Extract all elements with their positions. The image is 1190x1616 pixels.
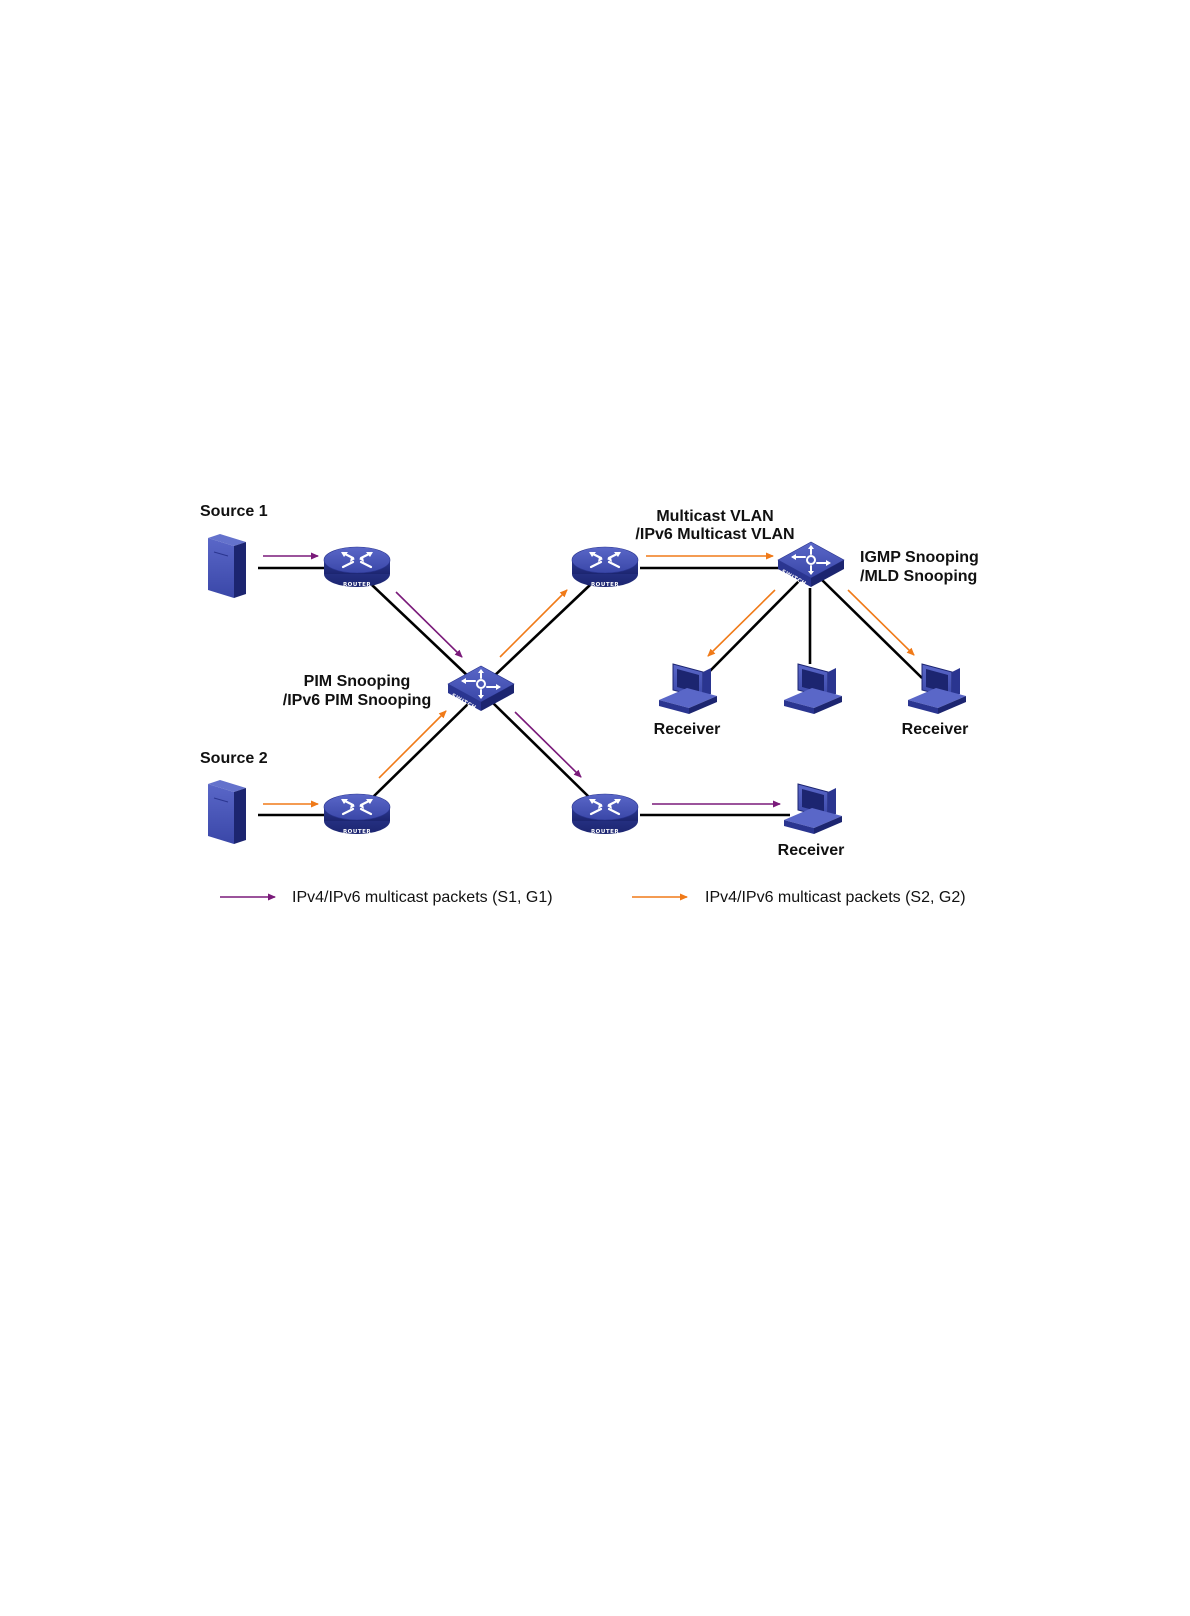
source2-label: Source 2 <box>200 750 268 767</box>
switch-igmp-icon: SWITCH <box>778 542 844 587</box>
router4-caption: ROUTER <box>591 829 619 835</box>
multicast-vlan-label-line2: /IPv6 Multicast VLAN <box>635 526 794 543</box>
igmp-snooping-label-line2: /MLD Snooping <box>860 568 977 585</box>
pim-snooping-label-line2: /IPv6 PIM Snooping <box>283 692 431 709</box>
arrow-s2-switch-igmp-to-receiver-right <box>848 590 914 655</box>
legend-s1g1-label: IPv4/IPv6 multicast packets (S1, G1) <box>292 889 553 906</box>
router1-icon: ROUTER <box>324 547 390 588</box>
arrow-s1-switch-to-router4 <box>515 712 581 777</box>
receiver-bottom-computer-icon <box>784 784 842 834</box>
legend: IPv4/IPv6 multicast packets (S1, G1) IPv… <box>292 889 966 906</box>
router2-caption: ROUTER <box>343 829 371 835</box>
multicast-vlan-label-line1: Multicast VLAN <box>656 508 773 525</box>
link-router1-switch-pim <box>372 585 470 678</box>
receiver-bottom-label: Receiver <box>778 842 845 859</box>
router1-caption: ROUTER <box>343 582 371 588</box>
link-switch-igmp-receiver-right <box>822 580 922 678</box>
source2-server-icon <box>208 780 246 844</box>
source1-server-icon <box>208 534 246 598</box>
link-switch-igmp-receiver-left <box>705 580 800 676</box>
router3-icon: ROUTER <box>572 547 638 588</box>
igmp-snooping-label-line1: IGMP Snooping <box>860 549 979 566</box>
arrow-s2-router2-to-switch <box>379 711 446 778</box>
router3-caption: ROUTER <box>591 582 619 588</box>
router2-icon: ROUTER <box>324 794 390 835</box>
arrow-s2-switch-to-router3 <box>500 590 567 657</box>
arrow-s1-router1-to-switch <box>396 592 462 657</box>
switch-pim-icon: SWITCH <box>448 666 514 711</box>
receiver-left-computer-icon <box>659 664 717 714</box>
link-switch-pim-router4 <box>492 702 590 798</box>
pim-snooping-label-line1: PIM Snooping <box>304 673 411 690</box>
arrow-s2-switch-igmp-to-receiver-left <box>708 590 775 656</box>
legend-s2g2-label: IPv4/IPv6 multicast packets (S2, G2) <box>705 889 966 906</box>
router4-icon: ROUTER <box>572 794 638 835</box>
receiver-middle-computer-icon <box>784 664 842 714</box>
link-switch-pim-router3 <box>492 585 590 678</box>
receiver-right-label: Receiver <box>902 721 969 738</box>
receiver-left-label: Receiver <box>654 721 721 738</box>
link-router2-switch-pim <box>372 702 470 798</box>
source1-label: Source 1 <box>200 503 268 520</box>
